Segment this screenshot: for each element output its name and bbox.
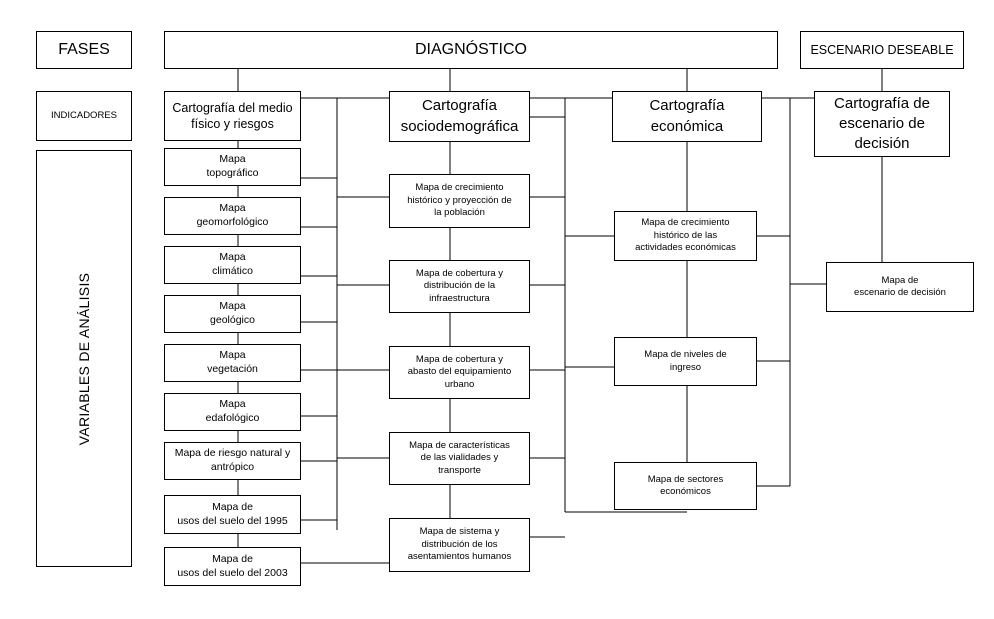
variables-analisis-box: VARIABLES DE ANÁLISIS bbox=[36, 150, 132, 567]
indicator-medio-fisico: Cartografía del medio físico y riesgos bbox=[164, 91, 301, 141]
fases-header: FASES bbox=[36, 31, 132, 69]
map-riesgo-natural-label: Mapa de riesgo natural y antrópico bbox=[174, 447, 291, 473]
map-vegetacion-label: Mapa vegetación bbox=[207, 349, 258, 375]
map-vegetacion: Mapa vegetación bbox=[164, 344, 301, 382]
map-geomorfologico: Mapa geomorfológico bbox=[164, 197, 301, 235]
map-infraestructura-label: Mapa de cobertura y distribución de la i… bbox=[415, 267, 504, 304]
map-escenario-decision-label: Mapa de escenario de decisión bbox=[854, 274, 946, 298]
escenario-deseable-header: ESCENARIO DESEABLE bbox=[800, 31, 964, 69]
map-climatico-label: Mapa climático bbox=[212, 251, 253, 277]
variables-analisis-label: VARIABLES DE ANÁLISIS bbox=[76, 272, 92, 445]
map-usos-suelo-2003-label: Mapa de usos del suelo del 2003 bbox=[177, 552, 288, 579]
map-niveles-ingreso: Mapa de niveles de ingreso bbox=[614, 337, 757, 386]
map-geologico-label: Mapa geológico bbox=[210, 300, 255, 326]
map-infraestructura: Mapa de cobertura y distribución de la i… bbox=[389, 260, 530, 313]
diagnostico-header: DIAGNÓSTICO bbox=[164, 31, 778, 69]
map-usos-suelo-2003: Mapa de usos del suelo del 2003 bbox=[164, 547, 301, 586]
map-asentamientos-humanos-label: Mapa de sistema y distribución de los as… bbox=[407, 526, 512, 563]
map-equipamiento-urbano-label: Mapa de cobertura y abasto del equipamie… bbox=[407, 353, 512, 390]
map-equipamiento-urbano: Mapa de cobertura y abasto del equipamie… bbox=[389, 346, 530, 399]
map-edafologico: Mapa edafológico bbox=[164, 393, 301, 431]
map-climatico: Mapa climático bbox=[164, 246, 301, 284]
map-vialidades-transporte-label: Mapa de características de las vialidade… bbox=[409, 439, 510, 476]
map-crecimiento-poblacion: Mapa de crecimiento histórico y proyecci… bbox=[389, 174, 530, 228]
indicadores-label-box: INDICADORES bbox=[36, 91, 132, 141]
fases-label: FASES bbox=[58, 40, 110, 58]
indicator-medio-fisico-label: Cartografía del medio físico y riesgos bbox=[172, 100, 293, 131]
map-riesgo-natural: Mapa de riesgo natural y antrópico bbox=[164, 442, 301, 480]
map-escenario-decision: Mapa de escenario de decisión bbox=[826, 262, 974, 312]
escenario-deseable-label: ESCENARIO DESEABLE bbox=[810, 42, 954, 57]
indicator-economica: Cartografía económica bbox=[612, 91, 762, 142]
map-asentamientos-humanos: Mapa de sistema y distribución de los as… bbox=[389, 518, 530, 572]
map-actividades-economicas-label: Mapa de crecimiento histórico de las act… bbox=[635, 217, 736, 254]
indicator-sociodemografica-label: Cartografía sociodemográfica bbox=[400, 97, 519, 135]
map-sectores-economicos: Mapa de sectores económicos bbox=[614, 462, 757, 510]
map-niveles-ingreso-label: Mapa de niveles de ingreso bbox=[644, 349, 727, 373]
map-geomorfologico-label: Mapa geomorfológico bbox=[196, 202, 269, 228]
indicator-sociodemografica: Cartografía sociodemográfica bbox=[389, 91, 530, 142]
indicator-escenario-decision: Cartografía de escenario de decisión bbox=[814, 91, 950, 157]
map-usos-suelo-1995-label: Mapa de usos del suelo del 1995 bbox=[177, 500, 288, 527]
indicator-escenario-decision-label: Cartografía de escenario de decisión bbox=[834, 94, 930, 153]
map-crecimiento-poblacion-label: Mapa de crecimiento histórico y proyecci… bbox=[407, 182, 512, 219]
map-actividades-economicas: Mapa de crecimiento histórico de las act… bbox=[614, 211, 757, 261]
map-vialidades-transporte: Mapa de características de las vialidade… bbox=[389, 432, 530, 485]
diagnostico-label: DIAGNÓSTICO bbox=[414, 40, 527, 58]
map-topografico-label: Mapa topográfico bbox=[206, 153, 259, 179]
map-topografico: Mapa topográfico bbox=[164, 148, 301, 186]
indicator-economica-label: Cartografía económica bbox=[649, 97, 725, 135]
indicadores-label: INDICADORES bbox=[51, 109, 117, 121]
map-usos-suelo-1995: Mapa de usos del suelo del 1995 bbox=[164, 495, 301, 534]
map-edafologico-label: Mapa edafológico bbox=[205, 398, 260, 424]
map-geologico: Mapa geológico bbox=[164, 295, 301, 333]
map-sectores-economicos-label: Mapa de sectores económicos bbox=[647, 473, 724, 497]
